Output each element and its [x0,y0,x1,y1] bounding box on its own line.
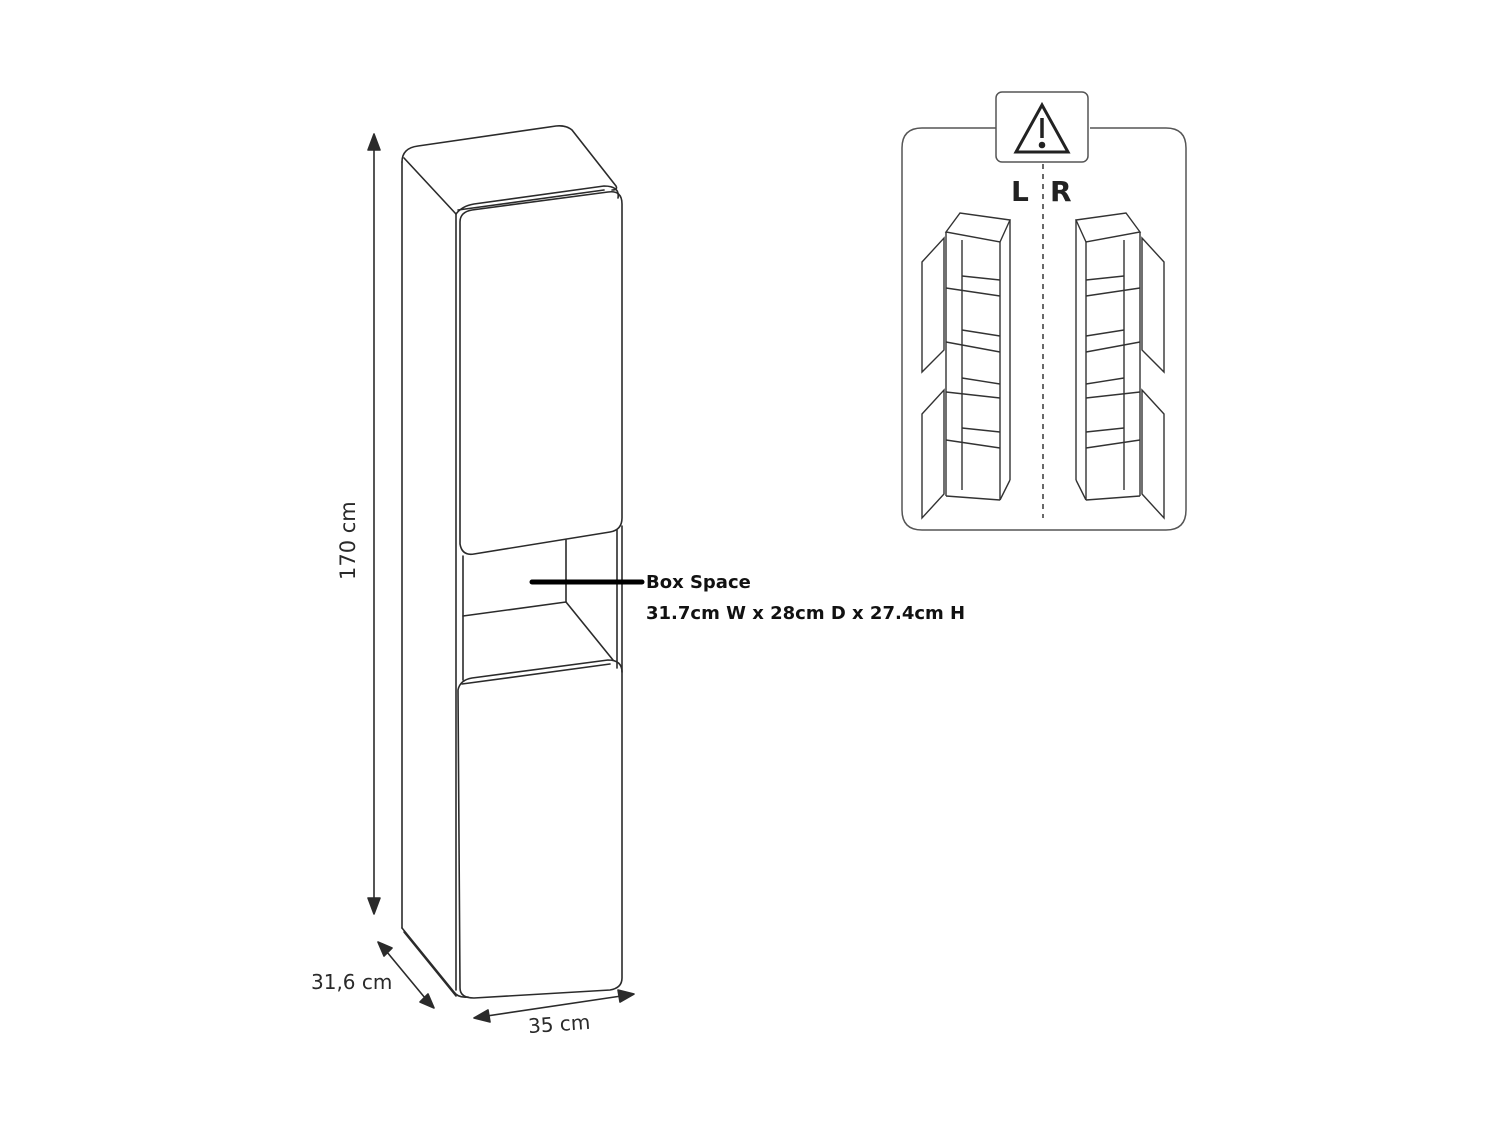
width-label: 35 cm [527,1009,592,1039]
left-hinged-cabinet-icon [921,212,1012,520]
depth-label: 31,6 cm [311,970,393,994]
right-hinged-cabinet-icon [1074,212,1165,520]
left-orientation-label: L [1011,175,1029,208]
box-space-dimensions: 31.7cm W x 28cm D x 27.4cm H [646,603,966,624]
depth-dimension-arrow [377,941,435,1009]
orientation-panel [901,91,1187,531]
warning-icon [1013,101,1071,154]
box-space-title: Box Space [646,572,751,593]
height-dimension-arrow [367,133,381,915]
lower-door [457,659,623,999]
open-compartment [462,539,614,681]
width-dimension-arrow [473,989,635,1023]
height-label: 170 cm [336,501,360,580]
cabinet-body [401,125,623,998]
right-orientation-label: R [1050,175,1072,208]
upper-door [459,190,623,556]
